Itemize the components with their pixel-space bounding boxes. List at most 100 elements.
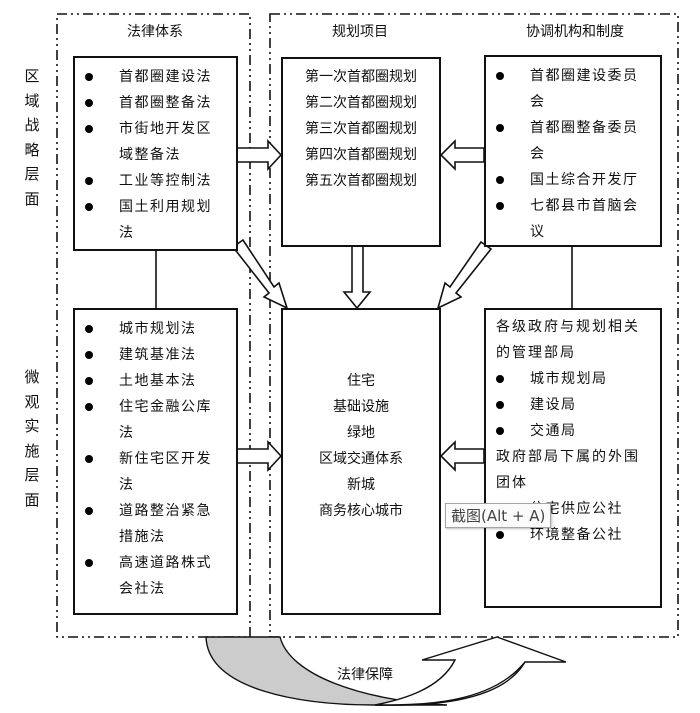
- bullet-icon: [496, 176, 504, 184]
- list-item-text: 会: [530, 94, 546, 110]
- bullet-icon: [496, 401, 504, 409]
- side-label-char: 区: [24, 67, 40, 85]
- arrow-localorgs-to-projects: [439, 440, 485, 472]
- list-item-text: 高速道路株式: [119, 555, 212, 571]
- arrow-laws-to-plans: [236, 138, 283, 172]
- side-label-char: 域: [24, 91, 40, 110]
- bullet-icon: [85, 73, 93, 81]
- list-item-text: 住宅金融公库: [119, 399, 212, 415]
- bullet-icon: [85, 351, 93, 359]
- list-item: 工业等控制法: [75, 168, 236, 194]
- line-item: 基础设施: [333, 399, 389, 415]
- list-item: 国土利用规划法: [75, 194, 236, 246]
- list-item: 城市规划法: [75, 316, 236, 342]
- line-item: 区域交通体系: [319, 451, 403, 467]
- plan-coord-frame: [269, 13, 679, 638]
- list-item-text: 工业等控制法: [119, 173, 212, 189]
- list-item: 建筑基准法: [75, 342, 236, 368]
- list-item-text: 建设局: [530, 397, 577, 413]
- bullet-icon: [496, 72, 504, 80]
- bullet-icon: [85, 203, 93, 211]
- regional-laws-list: 首都圈建设法首都圈整备法市街地开发区域整备法工业等控制法国土利用规划法: [75, 64, 236, 246]
- list-item: 国土综合开发厅: [486, 167, 660, 193]
- side-label-char: 层: [24, 466, 40, 484]
- bullet-icon: [496, 375, 504, 383]
- line-item: 团体: [496, 475, 528, 491]
- column-title-plan: 规划项目: [332, 24, 388, 40]
- arrow-plans-to-projects: [342, 245, 372, 310]
- legal-guarantee-label: 法律保障: [337, 667, 393, 683]
- line-item: 绿地: [347, 425, 375, 441]
- plans-list: 第一次首都圈规划第二次首都圈规划第三次首都圈规划第四次首都圈规划第五次首都圈规划: [283, 64, 439, 194]
- arrow-orgs-to-plans: [439, 139, 485, 171]
- side-label-micro-text: 微观实施层面: [22, 365, 42, 512]
- side-label-regional: 区域战略层面: [22, 64, 42, 211]
- law-frame: [56, 13, 251, 638]
- micro-laws-list: 城市规划法建筑基准法土地基本法住宅金融公库法新住宅区开发法道路整治紧急措施法高速…: [75, 316, 236, 602]
- list-item-text: 住宅供应公社: [530, 501, 623, 517]
- line-item: 商务核心城市: [319, 503, 403, 519]
- side-label-char: 面: [24, 490, 40, 509]
- arrow-orgs-diag: [436, 240, 493, 310]
- list-item-text: 城市规划法: [119, 321, 197, 337]
- bureaus-list: 城市规划局建设局交通局: [486, 366, 660, 444]
- list-item: 土地基本法: [75, 368, 236, 394]
- list-item: 住宅金融公库法: [75, 394, 236, 446]
- legal-curve-shaded: [205, 636, 448, 706]
- bullet-icon: [85, 403, 93, 411]
- legal-curve-lower: [374, 661, 526, 706]
- side-label-micro: 微观实施层面: [22, 365, 42, 512]
- list-item-text: 首都圈建设委员: [530, 68, 639, 84]
- line-item: 第一次首都圈规划: [305, 69, 417, 85]
- bullet-icon: [496, 427, 504, 435]
- side-label-char: 实: [24, 417, 40, 435]
- plans-box: 第一次首都圈规划第二次首都圈规划第三次首都圈规划第四次首都圈规划第五次首都圈规划: [281, 57, 441, 247]
- side-label-char: 战: [24, 116, 40, 134]
- list-item: 七都县市首脑会议: [486, 193, 660, 245]
- regional-laws-box: 首都圈建设法首都圈整备法市街地开发区域整备法工业等控制法国土利用规划法: [73, 56, 238, 251]
- list-item-text: 新住宅区开发: [119, 451, 212, 467]
- list-item: 首都圈整备委员会: [486, 115, 660, 167]
- list-item: 道路整治紧急措施法: [75, 498, 236, 550]
- list-item: 市街地开发区域整备法: [75, 116, 236, 168]
- bullet-icon: [85, 325, 93, 333]
- side-label-regional-text: 区域战略层面: [22, 64, 42, 211]
- bullet-icon: [496, 531, 504, 539]
- bullet-icon: [85, 125, 93, 133]
- line-item: 政府部局下属的外围: [496, 449, 640, 465]
- arrow-microlaws-to-projects: [236, 439, 283, 473]
- list-item-text: 会: [530, 146, 546, 162]
- arrow-laws-diag: [231, 238, 289, 310]
- side-label-char: 层: [24, 165, 40, 183]
- list-item-text: 域整备法: [119, 147, 181, 163]
- regional-orgs-list: 首都圈建设委员会首都圈整备委员会国土综合开发厅七都县市首脑会议: [486, 63, 660, 245]
- list-item: 高速道路株式会社法: [75, 550, 236, 602]
- list-item-text: 交通局: [530, 423, 577, 439]
- local-orgs-box: 各级政府与规划相关的管理部局 城市规划局建设局交通局 政府部局下属的外围团体 住…: [484, 308, 662, 608]
- bullet-icon: [496, 202, 504, 210]
- micro-laws-box: 城市规划法建筑基准法土地基本法住宅金融公库法新住宅区开发法道路整治紧急措施法高速…: [73, 308, 238, 615]
- bullet-icon: [85, 455, 93, 463]
- list-item-text: 首都圈整备法: [119, 95, 212, 111]
- line-item: 第二次首都圈规划: [305, 95, 417, 111]
- line-item: 新城: [347, 477, 375, 493]
- line-item: 第三次首都圈规划: [305, 121, 417, 137]
- side-label-char: 施: [24, 441, 40, 460]
- bullet-icon: [85, 377, 93, 385]
- line-item: 各级政府与规划相关: [496, 319, 640, 335]
- bullet-icon: [496, 124, 504, 132]
- side-label-char: 观: [24, 392, 40, 411]
- local-orgs-heading: 各级政府与规划相关的管理部局: [486, 314, 660, 366]
- line-item: 的管理部局: [496, 345, 576, 361]
- projects-list: 住宅基础设施绿地区域交通体系新城商务核心城市: [283, 368, 439, 524]
- side-label-char: 微: [24, 368, 40, 386]
- list-item-text: 国土利用规划: [119, 199, 212, 215]
- column-title-coord: 协调机构和制度: [526, 24, 624, 40]
- list-item: 首都圈建设委员会: [486, 63, 660, 115]
- list-item: 首都圈整备法: [75, 90, 236, 116]
- projects-box: 住宅基础设施绿地区域交通体系新城商务核心城市: [281, 308, 441, 615]
- list-item-text: 法: [119, 225, 135, 241]
- list-item-text: 七都县市首脑会: [530, 198, 639, 214]
